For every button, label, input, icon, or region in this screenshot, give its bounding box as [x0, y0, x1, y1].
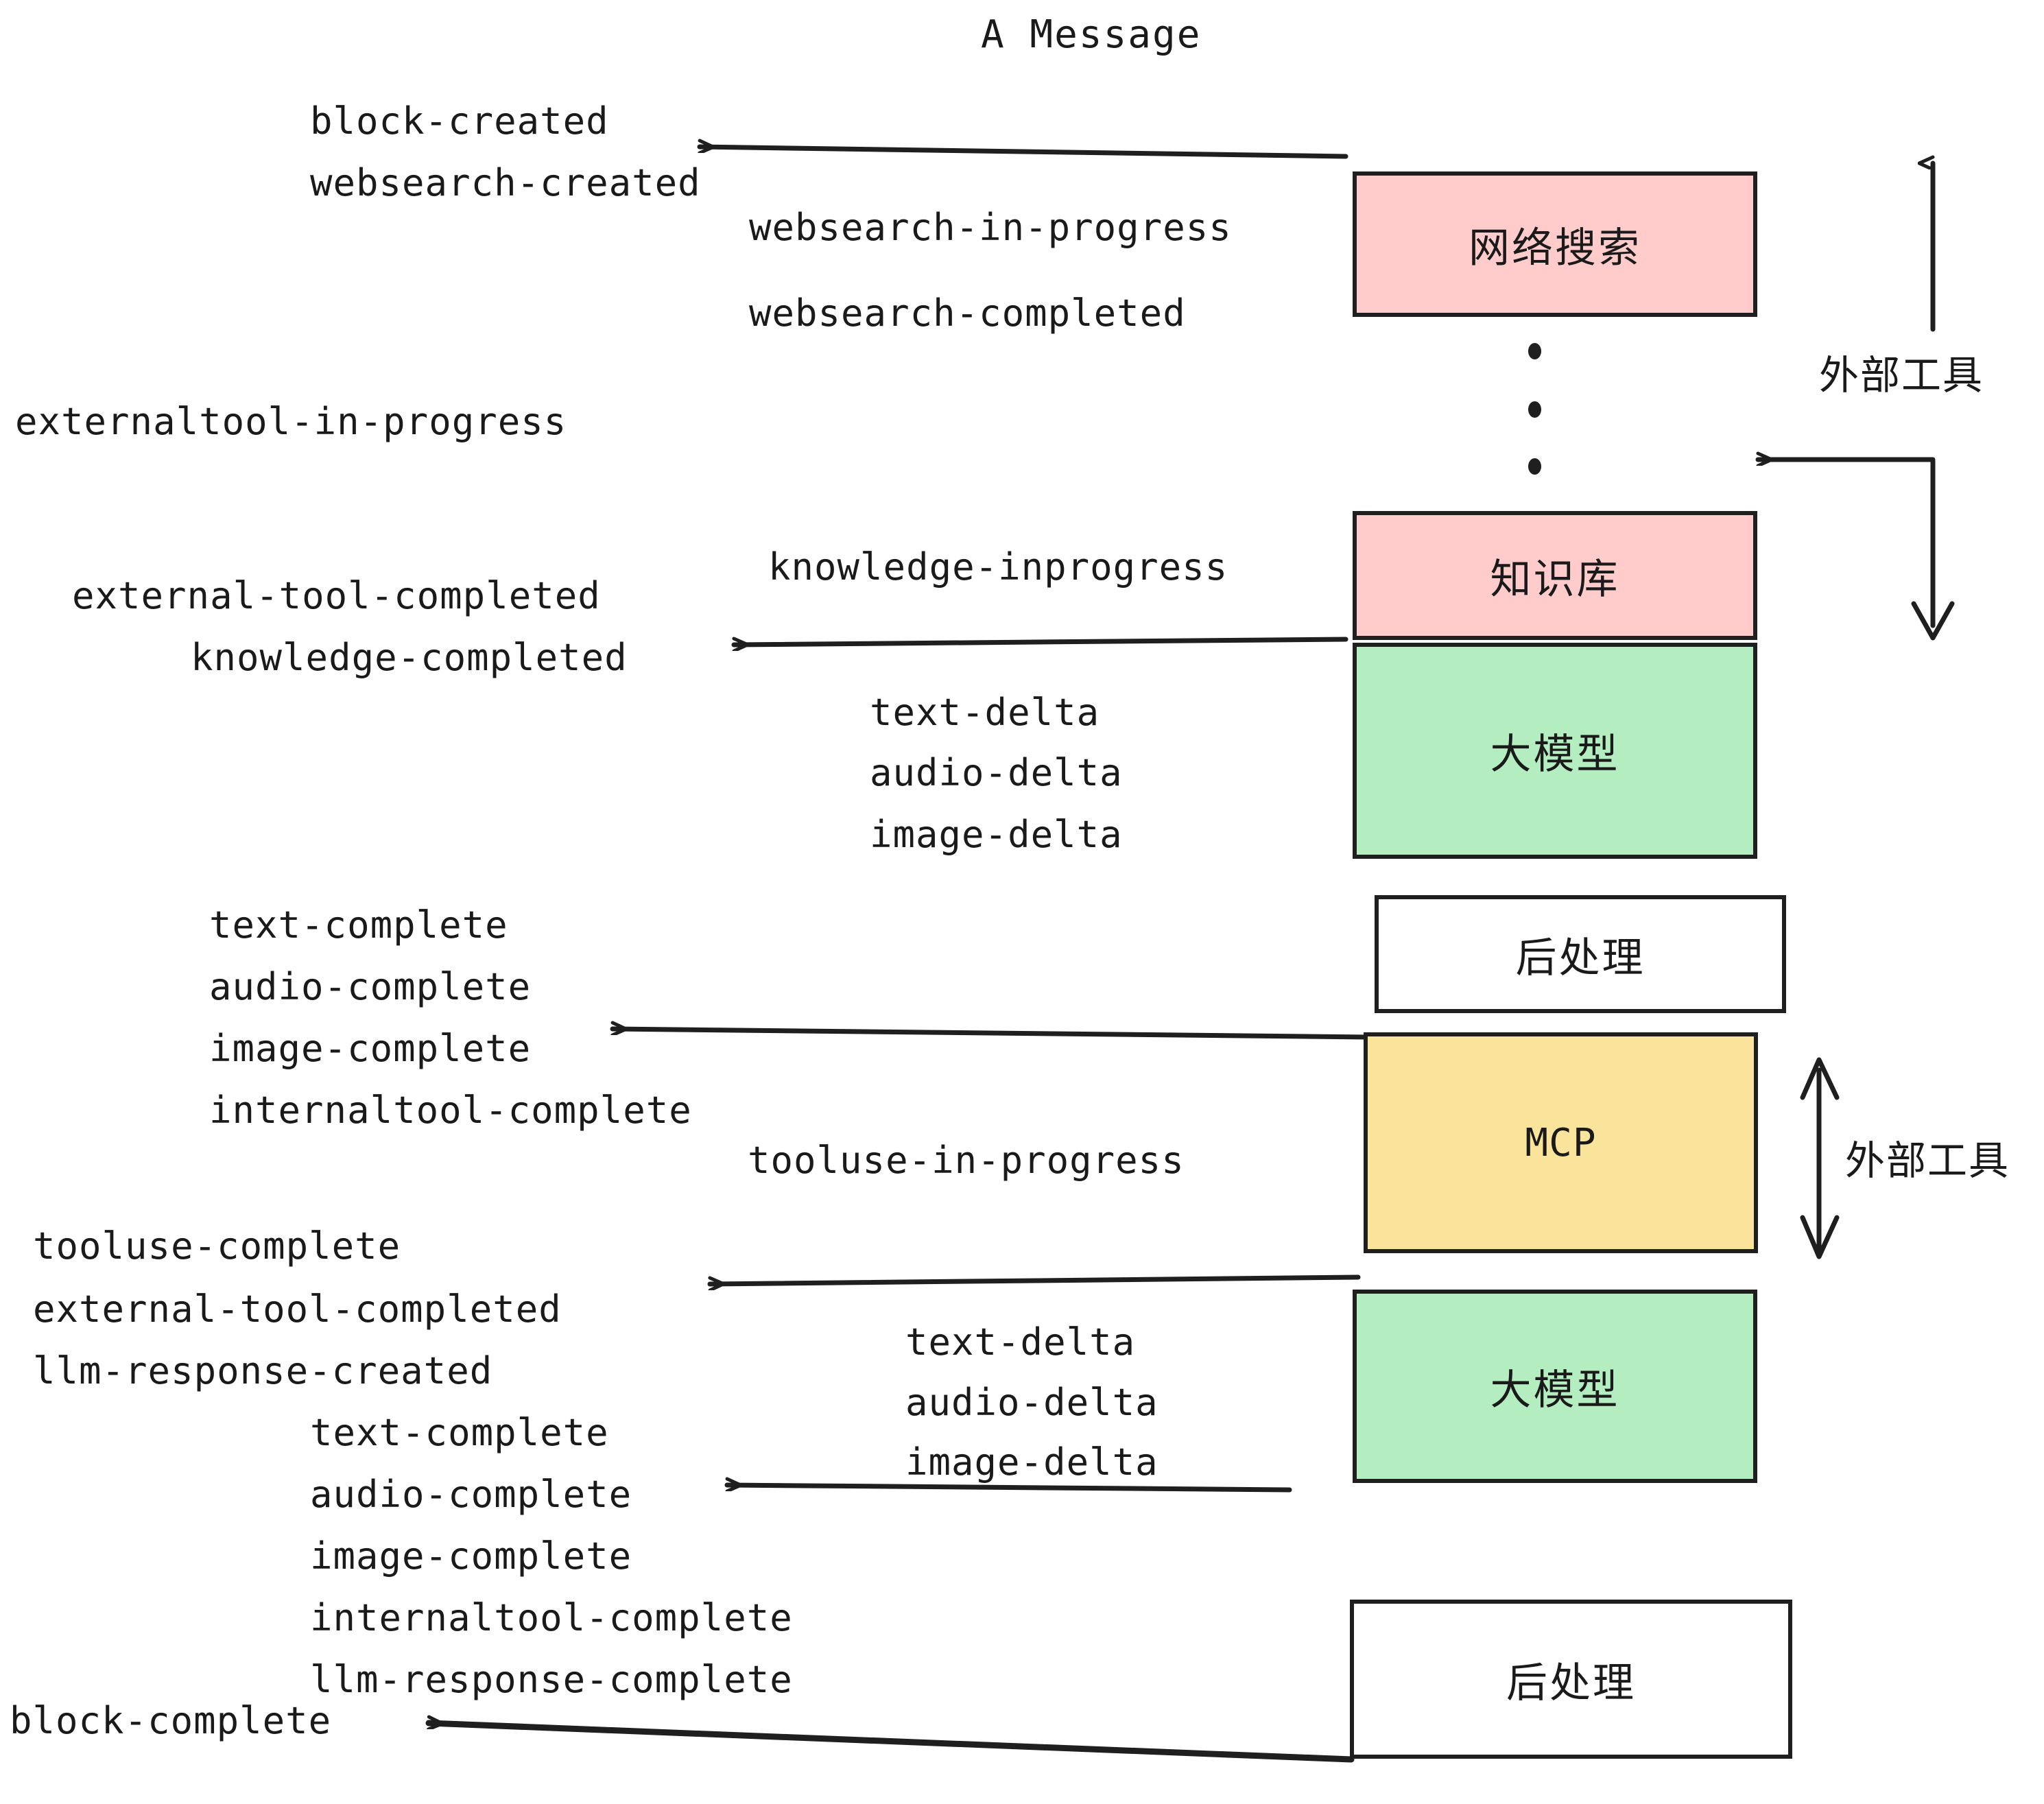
event-websearch-created: websearch-created: [310, 161, 701, 204]
event-knowledge-completed: knowledge-completed: [191, 636, 628, 679]
event-image-delta-1: image-delta: [870, 813, 1123, 856]
label-external-tools-bottom: 外部工具: [1845, 1137, 2010, 1184]
event-websearch-completed: websearch-completed: [749, 292, 1186, 335]
external-tools-range-top: [1755, 163, 1955, 641]
node-postprocess-2[interactable]: 后处理: [1350, 1600, 1792, 1759]
event-llm-response-created: llm-response-created: [33, 1349, 493, 1392]
event-audio-complete-1: audio-complete: [209, 965, 532, 1008]
event-block-complete: block-complete: [10, 1699, 332, 1742]
event-tooluse-complete: tooluse-complete: [33, 1224, 401, 1268]
event-websearch-in-progress: websearch-in-progress: [749, 206, 1232, 249]
event-audio-delta-2: audio-delta: [905, 1381, 1158, 1424]
event-audio-complete-2: audio-complete: [310, 1473, 632, 1516]
event-block-created: block-created: [310, 99, 609, 143]
arrow-knowledge-completed: [731, 637, 1348, 645]
event-text-delta-1: text-delta: [870, 691, 1100, 734]
node-llm-2-label: 大模型: [1490, 1366, 1620, 1414]
event-audio-delta-1: audio-delta: [870, 751, 1123, 794]
node-knowledge-label: 知识库: [1490, 555, 1620, 604]
node-postprocess-2-label: 后处理: [1506, 1659, 1636, 1707]
arrow-image-complete: [610, 1029, 1371, 1040]
node-websearch-label: 网络搜索: [1469, 224, 1641, 272]
event-image-complete-1: image-complete: [209, 1027, 532, 1070]
event-text-delta-2: text-delta: [905, 1320, 1136, 1364]
node-llm-1[interactable]: 大模型: [1353, 643, 1757, 859]
node-mcp-label: MCP: [1525, 1120, 1597, 1165]
node-llm-1-label: 大模型: [1490, 731, 1620, 779]
event-image-delta-2: image-delta: [905, 1440, 1158, 1484]
node-websearch[interactable]: 网络搜索: [1353, 171, 1757, 317]
event-internaltool-complete-2: internaltool-complete: [310, 1596, 793, 1639]
event-external-tool-completed-1: external-tool-completed: [72, 574, 601, 617]
arrow-block-created: [697, 147, 1348, 159]
event-tooluse-in-progress: tooluse-in-progress: [748, 1139, 1185, 1182]
event-image-complete-2: image-complete: [310, 1534, 632, 1578]
event-text-complete-1: text-complete: [209, 903, 508, 947]
node-postprocess-1[interactable]: 后处理: [1375, 895, 1786, 1013]
ellipsis-dot: [1528, 458, 1541, 475]
arrow-audio-complete: [724, 1485, 1292, 1493]
event-externaltool-in-progress: externaltool-in-progress: [15, 400, 567, 443]
event-text-complete-2: text-complete: [310, 1411, 609, 1454]
event-knowledge-inprogress: knowledge-inprogress: [768, 545, 1228, 589]
event-external-tool-completed-2: external-tool-completed: [33, 1287, 562, 1331]
page-title: A Message: [981, 12, 1202, 57]
event-internaltool-complete-1: internaltool-complete: [209, 1089, 692, 1132]
external-tools-range-bottom: [1800, 1057, 1840, 1259]
event-llm-response-complete: llm-response-complete: [310, 1658, 793, 1701]
node-knowledge[interactable]: 知识库: [1353, 511, 1757, 640]
label-external-tools-top: 外部工具: [1819, 352, 1984, 399]
node-mcp[interactable]: MCP: [1364, 1032, 1758, 1253]
ellipsis-dot: [1528, 343, 1541, 359]
arrow-tooluse-complete: [707, 1274, 1361, 1284]
node-postprocess-1-label: 后处理: [1515, 934, 1645, 982]
ellipsis-dot: [1528, 401, 1541, 418]
arrow-block-complete: [425, 1723, 1355, 1763]
node-llm-2[interactable]: 大模型: [1353, 1290, 1757, 1483]
